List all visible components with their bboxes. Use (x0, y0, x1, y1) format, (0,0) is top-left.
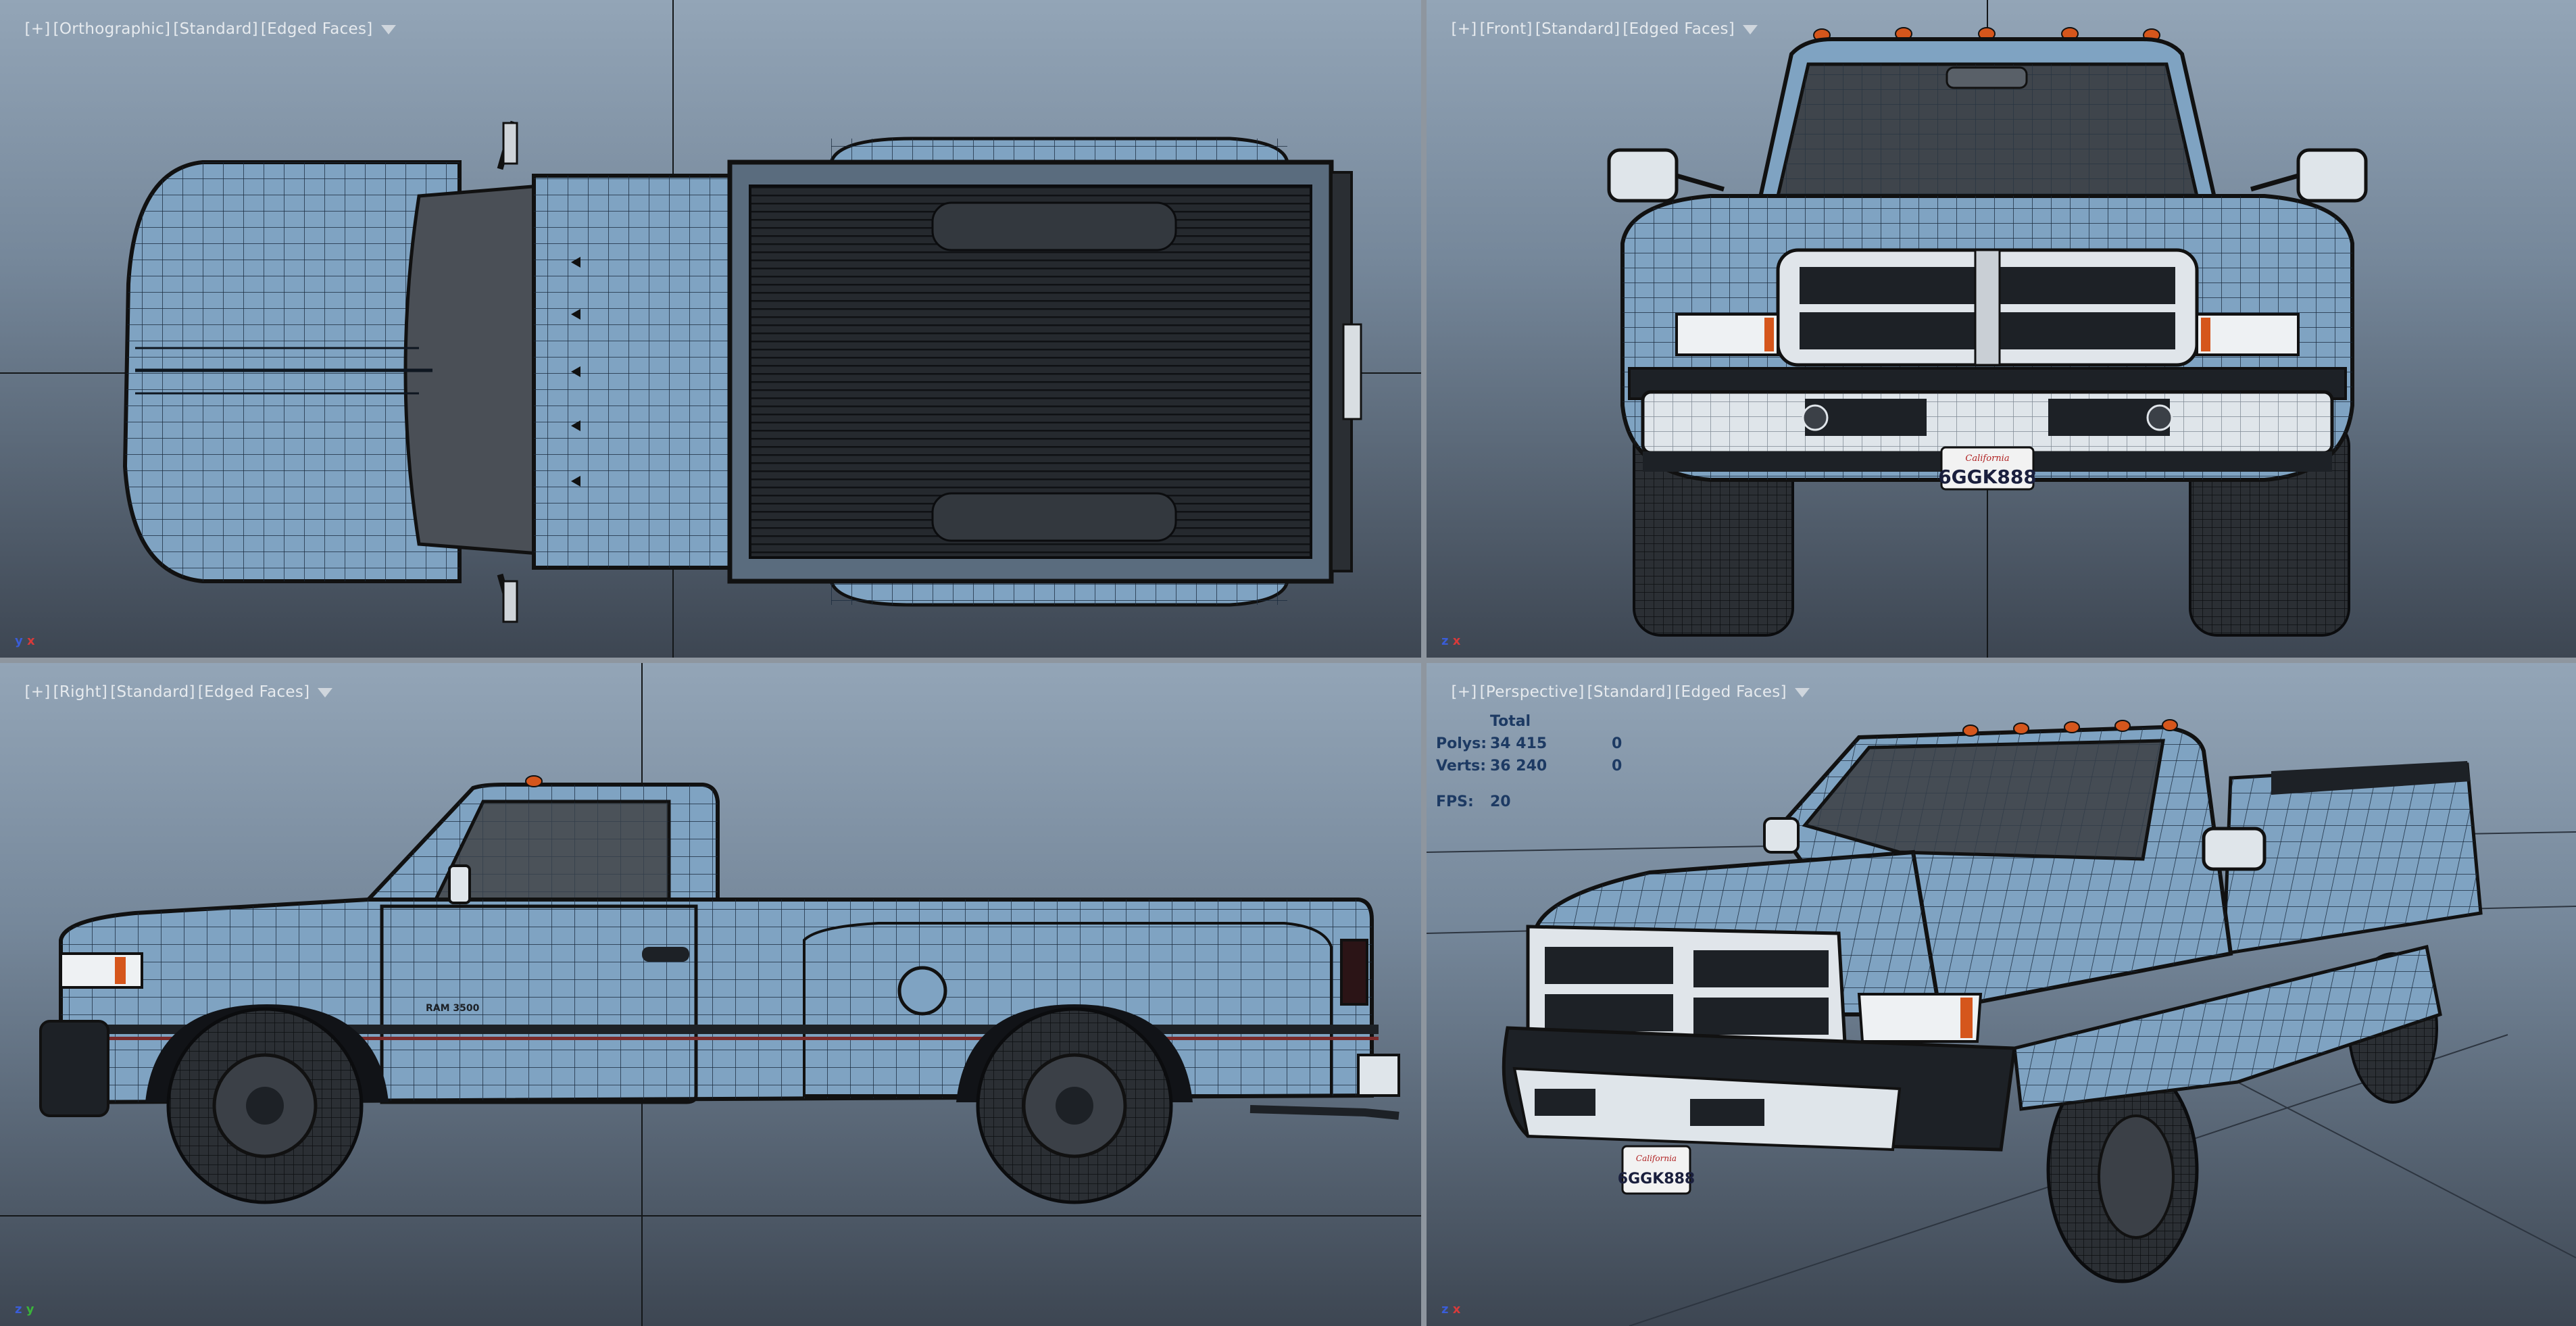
license-plate-persp (1621, 1145, 1691, 1195)
viewport-front[interactable]: [+][Front][Standard][Edged Faces] (1427, 0, 2576, 658)
viewport-menu-plus[interactable]: [+] (1451, 683, 1477, 701)
viewport-shading-menu[interactable]: [Standard] (110, 683, 195, 701)
viewport-top-label[interactable]: [+][Orthographic][Standard][Edged Faces] (4, 3, 396, 55)
filter-icon[interactable] (380, 24, 396, 34)
viewport-view-menu[interactable]: [Perspective] (1479, 683, 1585, 701)
filter-icon[interactable] (1743, 24, 1758, 34)
viewport-shading-menu[interactable]: [Standard] (173, 20, 258, 38)
truck-front-view: California 6GGK888 (1607, 27, 2368, 637)
polys-value: 34 415 (1490, 735, 1547, 752)
viewport-edges-menu[interactable]: [Edged Faces] (1675, 683, 1787, 701)
viewport-menu-plus[interactable]: [+] (1451, 20, 1477, 38)
license-plate-text: 6GGK888 (1938, 466, 2037, 488)
verts-value: 36 240 (1490, 758, 1547, 775)
filter-icon[interactable] (318, 687, 333, 697)
viewport-splitter-horizontal[interactable] (0, 658, 2576, 663)
viewport-perspective[interactable]: [+][Perspective][Standard][Edged Faces] … (1427, 663, 2576, 1326)
filter-icon[interactable] (1794, 687, 1810, 697)
model-badge: RAM 3500 (426, 1003, 480, 1014)
license-plate-state: California (1965, 453, 2009, 464)
axis-gizmo-icon: y x (15, 634, 35, 648)
viewport-right-label[interactable]: [+][Right][Standard][Edged Faces] (4, 666, 333, 718)
stats-header: Total (1490, 713, 1531, 730)
viewport-top[interactable]: [+][Orthographic][Standard][Edged Faces] (0, 0, 1421, 658)
viewport-view-menu[interactable]: [Right] (53, 683, 108, 701)
viewport-splitter-vertical[interactable] (1421, 0, 1427, 1326)
polys-label: Polys: (1436, 735, 1487, 752)
axis-gizmo-icon: z y (15, 1302, 34, 1317)
viewport-shading-menu[interactable]: [Standard] (1587, 683, 1673, 701)
viewport-shading-menu[interactable]: [Standard] (1535, 20, 1620, 38)
viewport-persp-label[interactable]: [+][Perspective][Standard][Edged Faces] (1431, 666, 1810, 718)
axis-gizmo-icon: z x (1441, 1302, 1461, 1317)
viewport-menu-plus[interactable]: [+] (24, 20, 51, 38)
viewport-right[interactable]: [+][Right][Standard][Edged Faces] (0, 663, 1421, 1326)
viewport-menu-plus[interactable]: [+] (24, 683, 51, 701)
verts-label: Verts: (1436, 758, 1487, 775)
license-plate-persp-state: California (1636, 1154, 1677, 1163)
viewport-edges-menu[interactable]: [Edged Faces] (197, 683, 310, 701)
license-plate-persp-text: 6GGK888 (1618, 1171, 1695, 1187)
fps-value: 20 (1490, 793, 1511, 810)
viewport-front-label[interactable]: [+][Front][Standard][Edged Faces] (1431, 3, 1758, 55)
viewport-view-menu[interactable]: [Front] (1479, 20, 1533, 38)
truck-side-view: RAM 3500 (39, 775, 1400, 1204)
viewport-edges-menu[interactable]: [Edged Faces] (1623, 20, 1735, 38)
license-plate (1940, 446, 2035, 491)
axis-gizmo-icon: z x (1441, 634, 1461, 648)
viewport-view-menu[interactable]: [Orthographic] (53, 20, 171, 38)
truck-top-view (122, 120, 1362, 623)
truck-perspective-view: California 6GGK888 (1427, 719, 2576, 1326)
grid-axis-horizontal (0, 1215, 1421, 1217)
fps-label: FPS: (1436, 793, 1474, 810)
polys-selected: 0 (1612, 735, 1623, 752)
viewport-edges-menu[interactable]: [Edged Faces] (260, 20, 373, 38)
verts-selected: 0 (1612, 758, 1623, 775)
scene-statistics: Total Polys:34 415 0 Verts:36 240 0 FPS: 20 (1436, 710, 1652, 813)
